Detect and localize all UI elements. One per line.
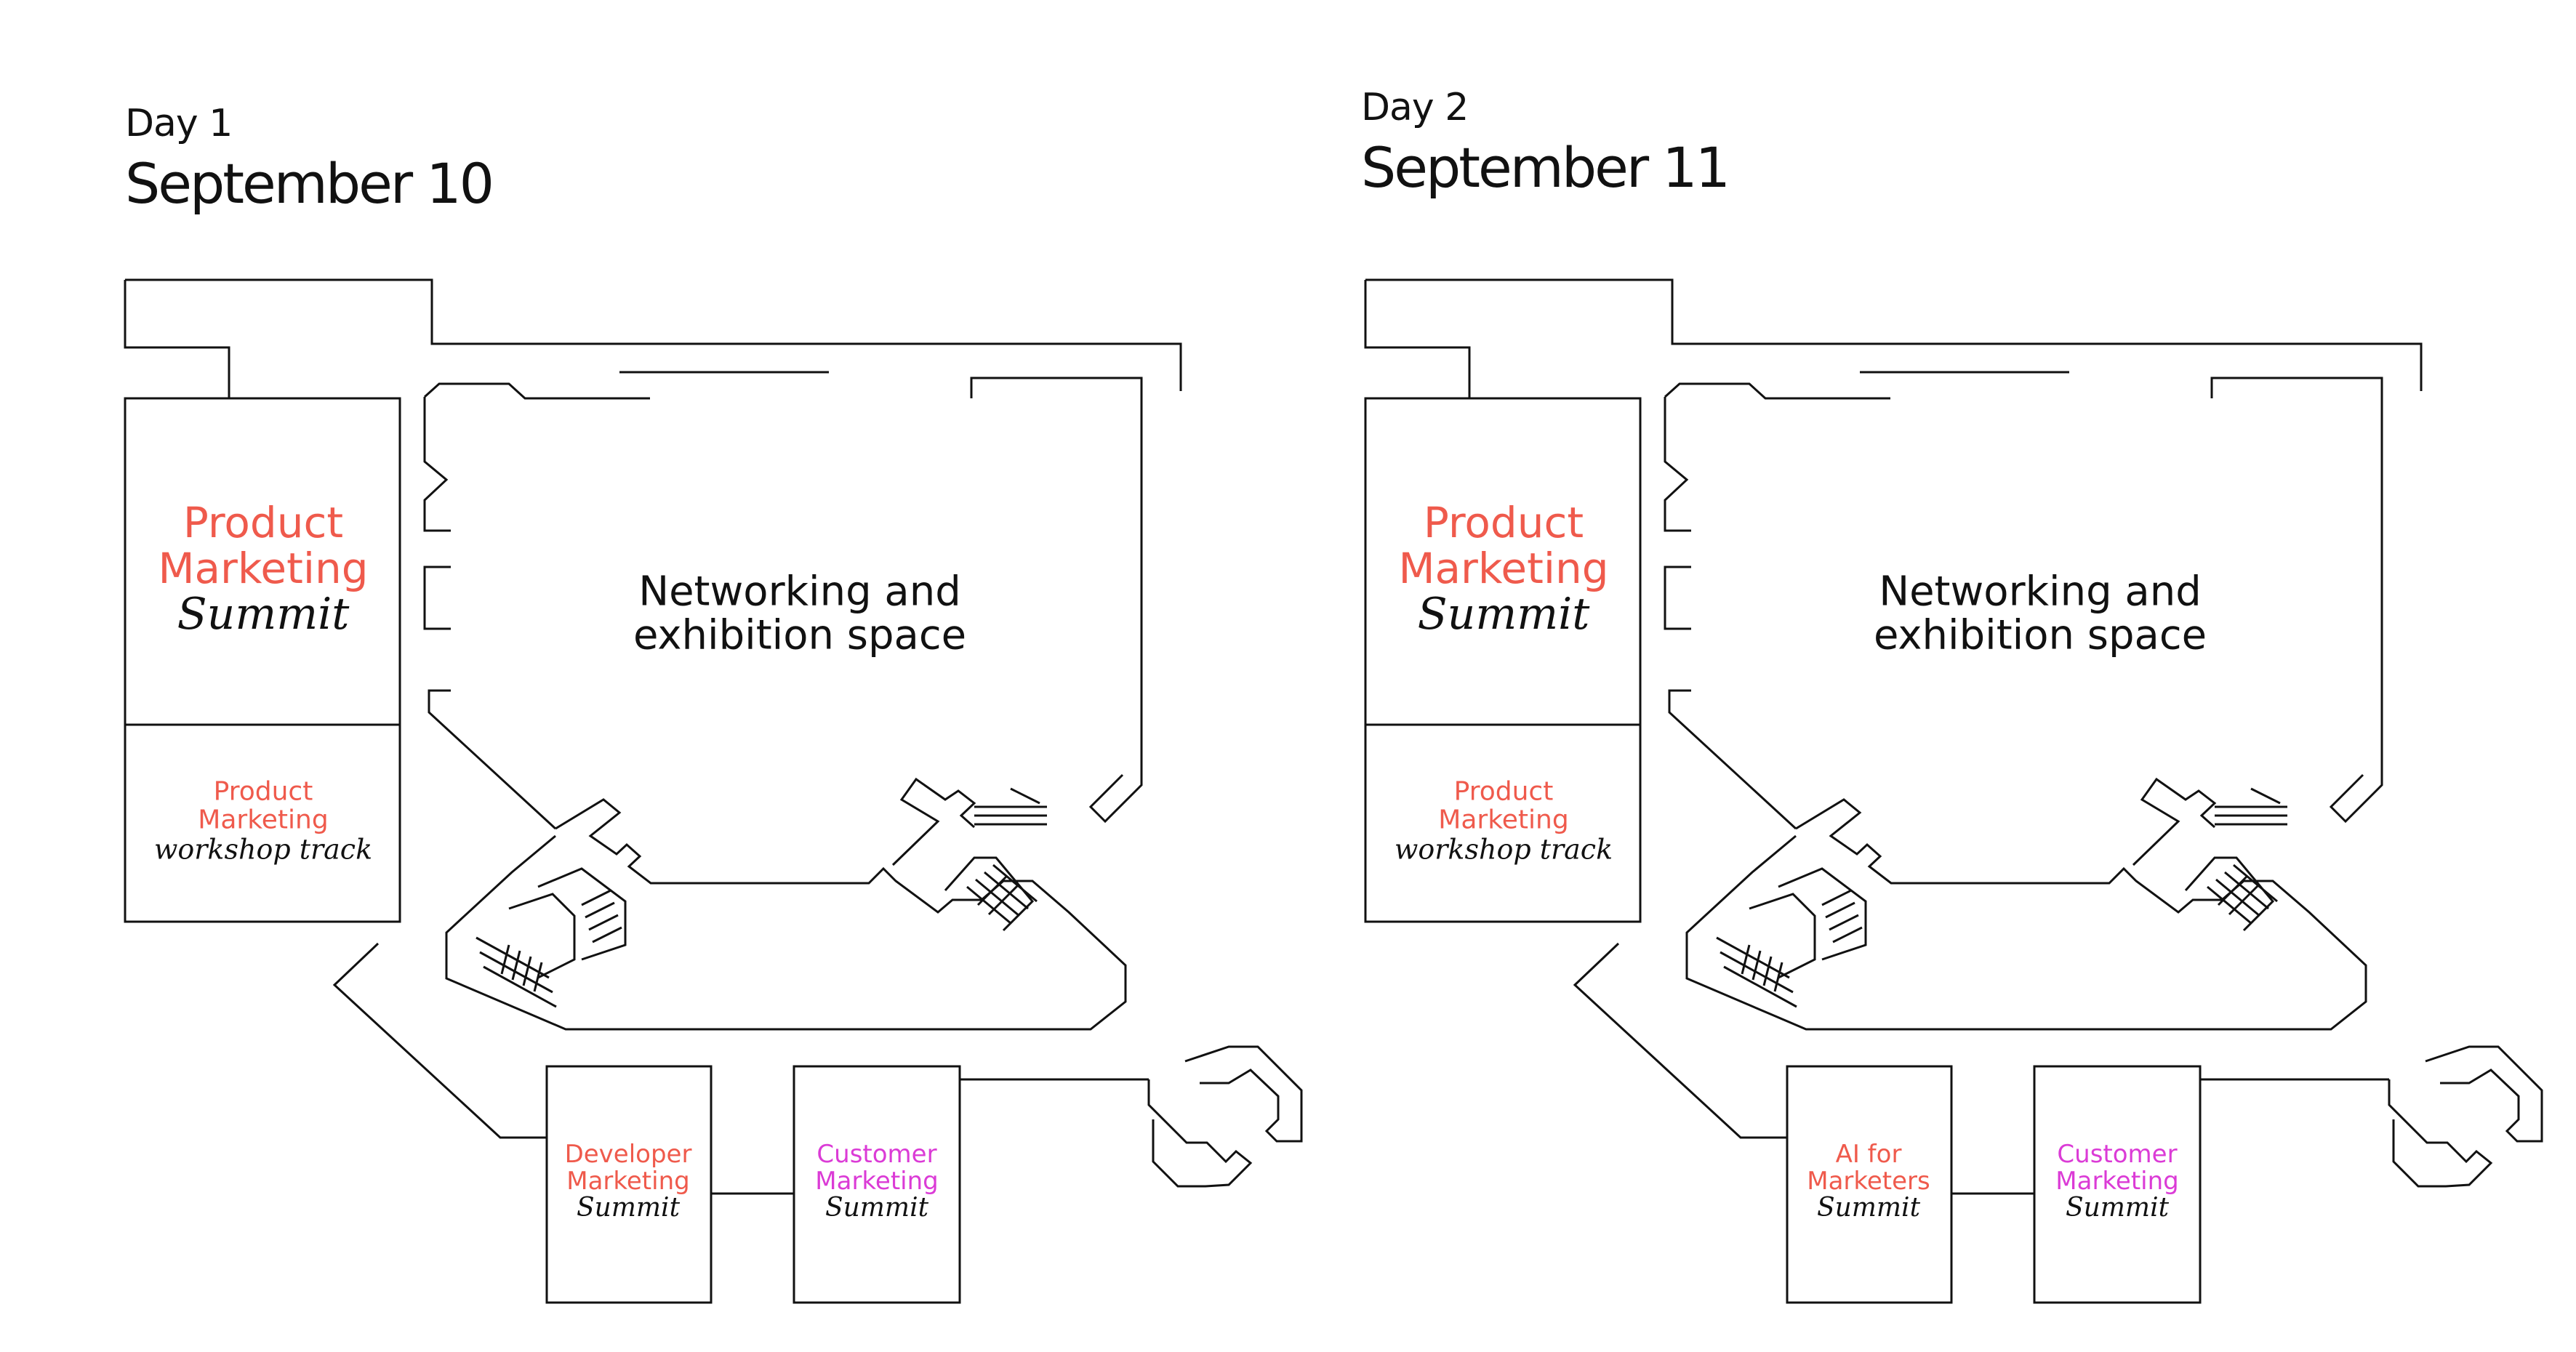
- room-name-line: workshop track: [1394, 833, 1613, 866]
- room-name-line: AI for: [1835, 1139, 1902, 1169]
- room-name-line: Product: [1453, 776, 1554, 807]
- room-name-line: Marketing: [815, 1166, 939, 1196]
- room-name-line: Marketing: [1398, 543, 1609, 593]
- room-name-line: Summit: [177, 589, 350, 640]
- day-2-date: September 11: [1361, 135, 1730, 200]
- day-2-label: Day 2: [1361, 86, 1469, 129]
- room-name-line: Marketing: [2055, 1166, 2179, 1196]
- room-name-line: Marketing: [198, 805, 329, 835]
- day-2-room-left[interactable]: AI for Marketers Summit: [1807, 1141, 1930, 1223]
- room-name-line: Summit: [1417, 589, 1590, 640]
- day-1-product-marketing-summit[interactable]: Product Marketing Summit: [158, 500, 368, 638]
- day-1-workshop-track[interactable]: Product Marketing workshop track: [154, 778, 372, 865]
- day-2-header: Day 2 September 11: [1361, 86, 1730, 200]
- room-name-line: Customer: [816, 1139, 937, 1169]
- room-name-line: Summit: [824, 1193, 929, 1223]
- room-name-line: exhibition space: [633, 612, 967, 659]
- room-name-line: Product: [1423, 497, 1584, 547]
- day-1-date: September 10: [125, 151, 494, 216]
- room-name-line: Marketing: [566, 1166, 690, 1196]
- day-2-workshop-track[interactable]: Product Marketing workshop track: [1395, 778, 1613, 865]
- room-name-line: Networking and: [638, 568, 961, 616]
- day-2-room-right[interactable]: Customer Marketing Summit: [2055, 1141, 2178, 1223]
- room-name-line: exhibition space: [1873, 612, 2207, 659]
- day-1-label: Day 1: [125, 102, 233, 145]
- room-name-line: Marketing: [158, 543, 369, 593]
- day-1-room-left[interactable]: Developer Marketing Summit: [565, 1141, 692, 1223]
- room-name-line: Summit: [2065, 1193, 2170, 1223]
- day-2-networking-space[interactable]: Networking and exhibition space: [1873, 568, 2207, 659]
- room-name-line: workshop track: [153, 833, 373, 866]
- room-name-line: Summit: [1816, 1193, 1921, 1223]
- day-1-room-right[interactable]: Customer Marketing Summit: [815, 1141, 938, 1223]
- day-2-product-marketing-summit[interactable]: Product Marketing Summit: [1398, 500, 1608, 638]
- room-name-line: Marketing: [1438, 805, 1569, 835]
- room-name-line: Product: [182, 497, 344, 547]
- room-name-line: Marketers: [1807, 1166, 1930, 1196]
- room-name-line: Customer: [2057, 1139, 2178, 1169]
- room-name-line: Product: [213, 776, 313, 807]
- room-name-line: Developer: [564, 1139, 692, 1169]
- day-1-networking-space[interactable]: Networking and exhibition space: [633, 568, 967, 659]
- room-name-line: Summit: [576, 1193, 681, 1223]
- room-name-line: Networking and: [1879, 568, 2202, 616]
- day-1-header: Day 1 September 10: [125, 102, 494, 216]
